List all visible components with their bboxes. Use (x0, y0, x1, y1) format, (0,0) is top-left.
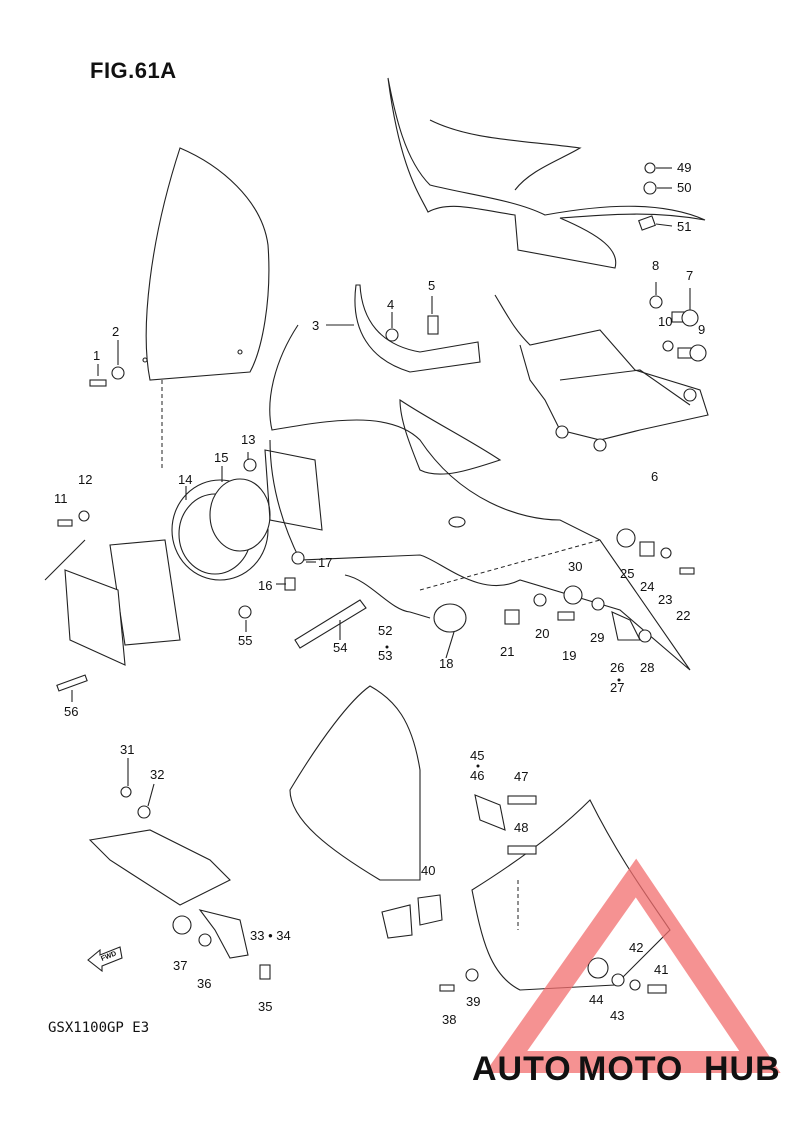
callout-7: 7 (686, 268, 693, 283)
callout-4: 4 (387, 297, 394, 312)
callout-18: 18 (439, 656, 453, 671)
callout-2: 2 (112, 324, 119, 339)
leader-lines (71, 282, 691, 807)
callout-28: 28 (640, 660, 654, 675)
small-hardware (57, 366, 305, 619)
callout-47: 47 (514, 769, 528, 784)
figure-title: FIG.61A (90, 58, 177, 83)
callout-41: 41 (654, 962, 668, 977)
callout-48: 48 (514, 820, 528, 835)
watermark-moto: MOTO (578, 1050, 683, 1088)
callout-46: 46 (470, 768, 484, 783)
callout-16: 16 (258, 578, 272, 593)
headlight-housing (44, 539, 181, 692)
lower-cowling (289, 685, 671, 991)
callout-13: 13 (241, 432, 255, 447)
callout-26: 26 (610, 660, 624, 675)
callout-43: 43 (610, 1008, 624, 1023)
bolt-group-7-10 (649, 295, 707, 362)
callout-37: 37 (173, 958, 187, 973)
callout-17: 17 (318, 555, 332, 570)
callout-54: 54 (333, 640, 347, 655)
callout-8: 8 (652, 258, 659, 273)
lower-bracket (88, 786, 271, 980)
callout-55: 55 (238, 633, 252, 648)
cowling-brace (354, 284, 481, 373)
watermark-auto: AUTO (472, 1050, 572, 1088)
callout-35: 35 (258, 999, 272, 1014)
callout-25: 25 (620, 566, 634, 581)
callout-9: 9 (698, 322, 705, 337)
callout-39: 39 (466, 994, 480, 1009)
callout-38: 38 (442, 1012, 456, 1027)
callout-40: 40 (421, 863, 435, 878)
callout-1: 1 (93, 348, 100, 363)
callout-23: 23 (658, 592, 672, 607)
cowling-stay (494, 294, 709, 452)
headlight-assembly (171, 449, 323, 581)
callout-5: 5 (428, 278, 435, 293)
callout-36: 36 (197, 976, 211, 991)
callout-6: 6 (651, 469, 658, 484)
lower-hardware (439, 794, 667, 994)
upper-inner-cover (387, 77, 706, 269)
right-hardware (504, 528, 695, 643)
callout-31: 31 (120, 742, 134, 757)
callout-56: 56 (64, 704, 78, 719)
wiring-harness (294, 574, 467, 649)
callout-21: 21 (500, 644, 514, 659)
callout-30: 30 (568, 559, 582, 574)
callout-50: 50 (677, 180, 691, 195)
callout-51: 51 (677, 219, 691, 234)
watermark-hub: HUB (704, 1050, 781, 1088)
callout-10: 10 (658, 314, 672, 329)
windscreen (142, 147, 270, 470)
callout-45: 45 (470, 748, 484, 763)
model-code: GSX1100GP E3 (48, 1020, 150, 1036)
automotohub-watermark: AUTO MOTO HUB (472, 858, 781, 1088)
callout-20: 20 (535, 626, 549, 641)
callout-14: 14 (178, 472, 192, 487)
callout-12: 12 (78, 472, 92, 487)
callout-15: 15 (214, 450, 228, 465)
callout-32: 32 (150, 767, 164, 782)
callout-labels: 1 2 3 4 5 6 7 8 9 10 11 12 13 14 15 16 1… (54, 160, 705, 1027)
fwd-direction-arrow: FWD (87, 946, 123, 973)
callout-44: 44 (589, 992, 603, 1007)
callout-19: 19 (562, 648, 576, 663)
callout-53: 53 (378, 648, 392, 663)
callout-11: 11 (54, 491, 68, 506)
callout-49: 49 (677, 160, 691, 175)
callout-27: 27 (610, 680, 624, 695)
callout-42: 42 (629, 940, 643, 955)
callout-24: 24 (640, 579, 654, 594)
callout-3: 3 (312, 318, 319, 333)
callout-29: 29 (590, 630, 604, 645)
fastener-group-49-51 (638, 162, 673, 231)
callout-22: 22 (676, 608, 690, 623)
callout-52: 52 (378, 623, 392, 638)
callout-33-34: 33 • 34 (250, 928, 291, 943)
